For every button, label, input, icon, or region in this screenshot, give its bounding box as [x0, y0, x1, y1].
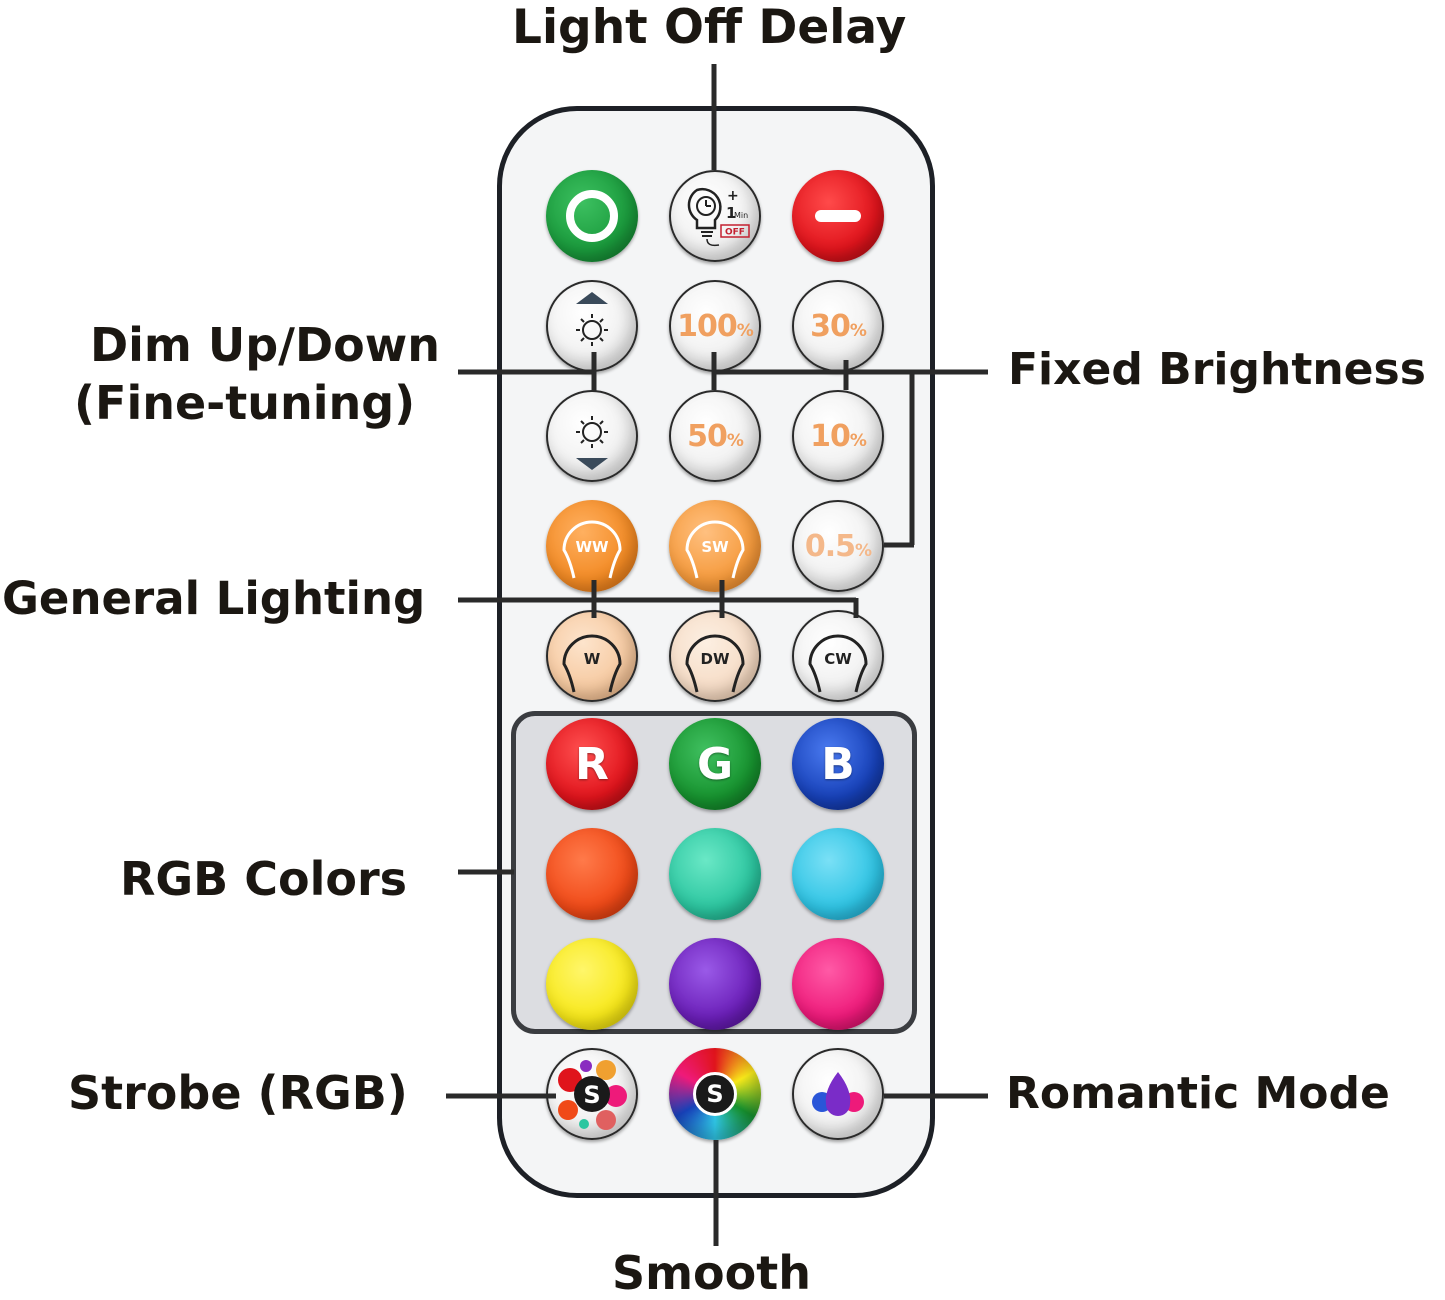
green-button[interactable]: G — [669, 718, 761, 810]
green-letter: G — [696, 738, 734, 790]
percent-sign: % — [736, 320, 754, 341]
smooth-s-icon: S — [693, 1072, 737, 1116]
bulb-icon: WW — [562, 520, 622, 579]
brightness-10-button[interactable]: 10% — [792, 390, 884, 482]
smooth-button[interactable]: S — [669, 1048, 761, 1140]
off-button[interactable] — [792, 170, 884, 262]
teal-button[interactable] — [669, 828, 761, 920]
pink-button[interactable] — [792, 938, 884, 1030]
cw-label: CW — [824, 650, 852, 668]
blue-letter: B — [821, 738, 855, 790]
cool-white-button[interactable]: CW — [792, 610, 884, 702]
dim-up-down-line2: (Fine-tuning) — [74, 376, 416, 430]
strobe-button[interactable]: S — [546, 1048, 638, 1140]
white-button[interactable]: W — [546, 610, 638, 702]
delay-min-text: Min — [734, 211, 748, 220]
daylight-white-button[interactable]: DW — [669, 610, 761, 702]
general-lighting-label: General Lighting — [2, 572, 426, 625]
sunlight-white-button[interactable]: SW — [669, 500, 761, 592]
fixed-brightness-label: Fixed Brightness — [1008, 344, 1426, 395]
light-off-delay-label: Light Off Delay — [512, 0, 907, 55]
brightness-down-icon — [576, 416, 608, 470]
warm-white-button[interactable]: WW — [546, 500, 638, 592]
brightness-30-button[interactable]: 30% — [792, 280, 884, 372]
brightness-0-5-value: 0.5 — [804, 528, 856, 564]
on-button[interactable] — [546, 170, 638, 262]
brightness-50-button[interactable]: 50% — [669, 390, 761, 482]
percent-sign: % — [849, 320, 867, 341]
dim-down-button[interactable] — [546, 390, 638, 482]
strobe-rgb-label: Strobe (RGB) — [68, 1066, 408, 1120]
dim-up-button[interactable] — [546, 280, 638, 372]
romantic-mode-label: Romantic Mode — [1006, 1068, 1390, 1119]
bulb-icon: SW — [685, 520, 745, 579]
percent-sign: % — [726, 430, 744, 451]
dim-up-down-label: Dim Up/Down (Fine-tuning) — [60, 316, 440, 432]
w-label: W — [584, 650, 601, 668]
percent-sign: % — [855, 540, 872, 561]
timer-bulb-icon: + 1 Min OFF — [687, 187, 750, 247]
delay-plus-text: + — [727, 188, 739, 204]
red-button[interactable]: R — [546, 718, 638, 810]
brightness-100-button[interactable]: 100% — [669, 280, 761, 372]
strobe-bubbles-icon: S — [558, 1060, 627, 1130]
dim-up-down-line1: Dim Up/Down — [89, 318, 440, 372]
percent-sign: % — [849, 430, 867, 451]
sw-label: SW — [701, 538, 729, 556]
smooth-label: Smooth — [612, 1246, 812, 1300]
light-off-delay-button[interactable]: + 1 Min OFF — [669, 170, 761, 262]
brightness-100-value: 100 — [677, 308, 738, 344]
brightness-0-5-button[interactable]: 0.5% — [792, 500, 884, 592]
brightness-10-value: 10 — [810, 418, 851, 454]
ww-label: WW — [575, 538, 609, 556]
bulb-icon: W — [562, 634, 622, 693]
delay-off-text: OFF — [725, 228, 745, 238]
romantic-mode-button[interactable] — [792, 1048, 884, 1140]
delay-one-text: 1 — [726, 204, 736, 222]
strobe-s-letter: S — [583, 1081, 600, 1109]
blue-button[interactable]: B — [792, 718, 884, 810]
smooth-s-letter: S — [706, 1080, 724, 1108]
yellow-button[interactable] — [546, 938, 638, 1030]
on-ring-icon — [566, 190, 618, 242]
minus-bar-icon — [815, 210, 861, 222]
brightness-50-value: 50 — [687, 418, 728, 454]
dw-label: DW — [701, 650, 730, 668]
brightness-30-value: 30 — [810, 308, 851, 344]
bulb-icon: DW — [685, 634, 745, 693]
red-letter: R — [575, 738, 609, 790]
cyan-button[interactable] — [792, 828, 884, 920]
drops-icon — [812, 1072, 864, 1116]
rgb-colors-label: RGB Colors — [120, 852, 408, 906]
orange-red-button[interactable] — [546, 828, 638, 920]
purple-button[interactable] — [669, 938, 761, 1030]
brightness-up-icon — [576, 292, 608, 346]
bulb-icon: CW — [808, 634, 868, 693]
